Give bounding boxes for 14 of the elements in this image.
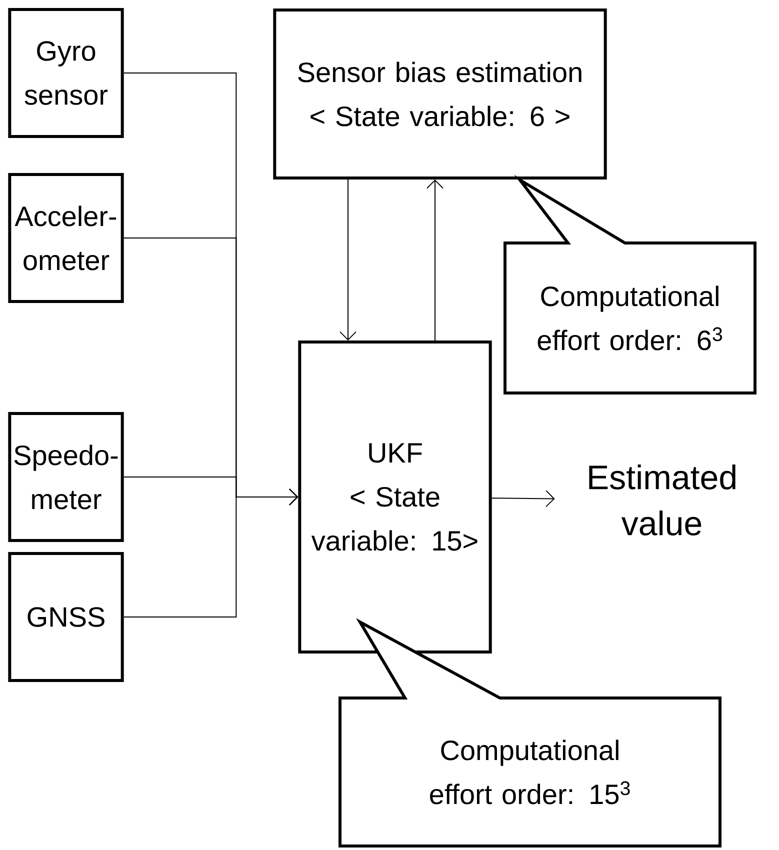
output-label: Estimated value xyxy=(589,464,736,536)
sensor-box: Acceler-ometer xyxy=(8,173,124,303)
sensor-box: Gyro sensor xyxy=(8,8,124,138)
node-label: Computational effort order: 15$^{3}$ xyxy=(430,740,630,804)
sensor-box: GNSS xyxy=(8,552,124,682)
arrow xyxy=(340,179,356,340)
process-box: UKF < State variable: 15> xyxy=(298,340,492,654)
arrow xyxy=(123,488,298,618)
arrow xyxy=(491,490,555,508)
callout-box: Computational effort order: 15$^{3}$ xyxy=(338,618,722,848)
process-box: Sensor bias estimation < State variable: 6 > xyxy=(273,8,607,180)
callout-box: Computational effort order: 6$^{3}$ xyxy=(504,174,756,394)
sensor-box: Speedo-meter xyxy=(8,412,124,542)
arrow xyxy=(426,180,444,341)
